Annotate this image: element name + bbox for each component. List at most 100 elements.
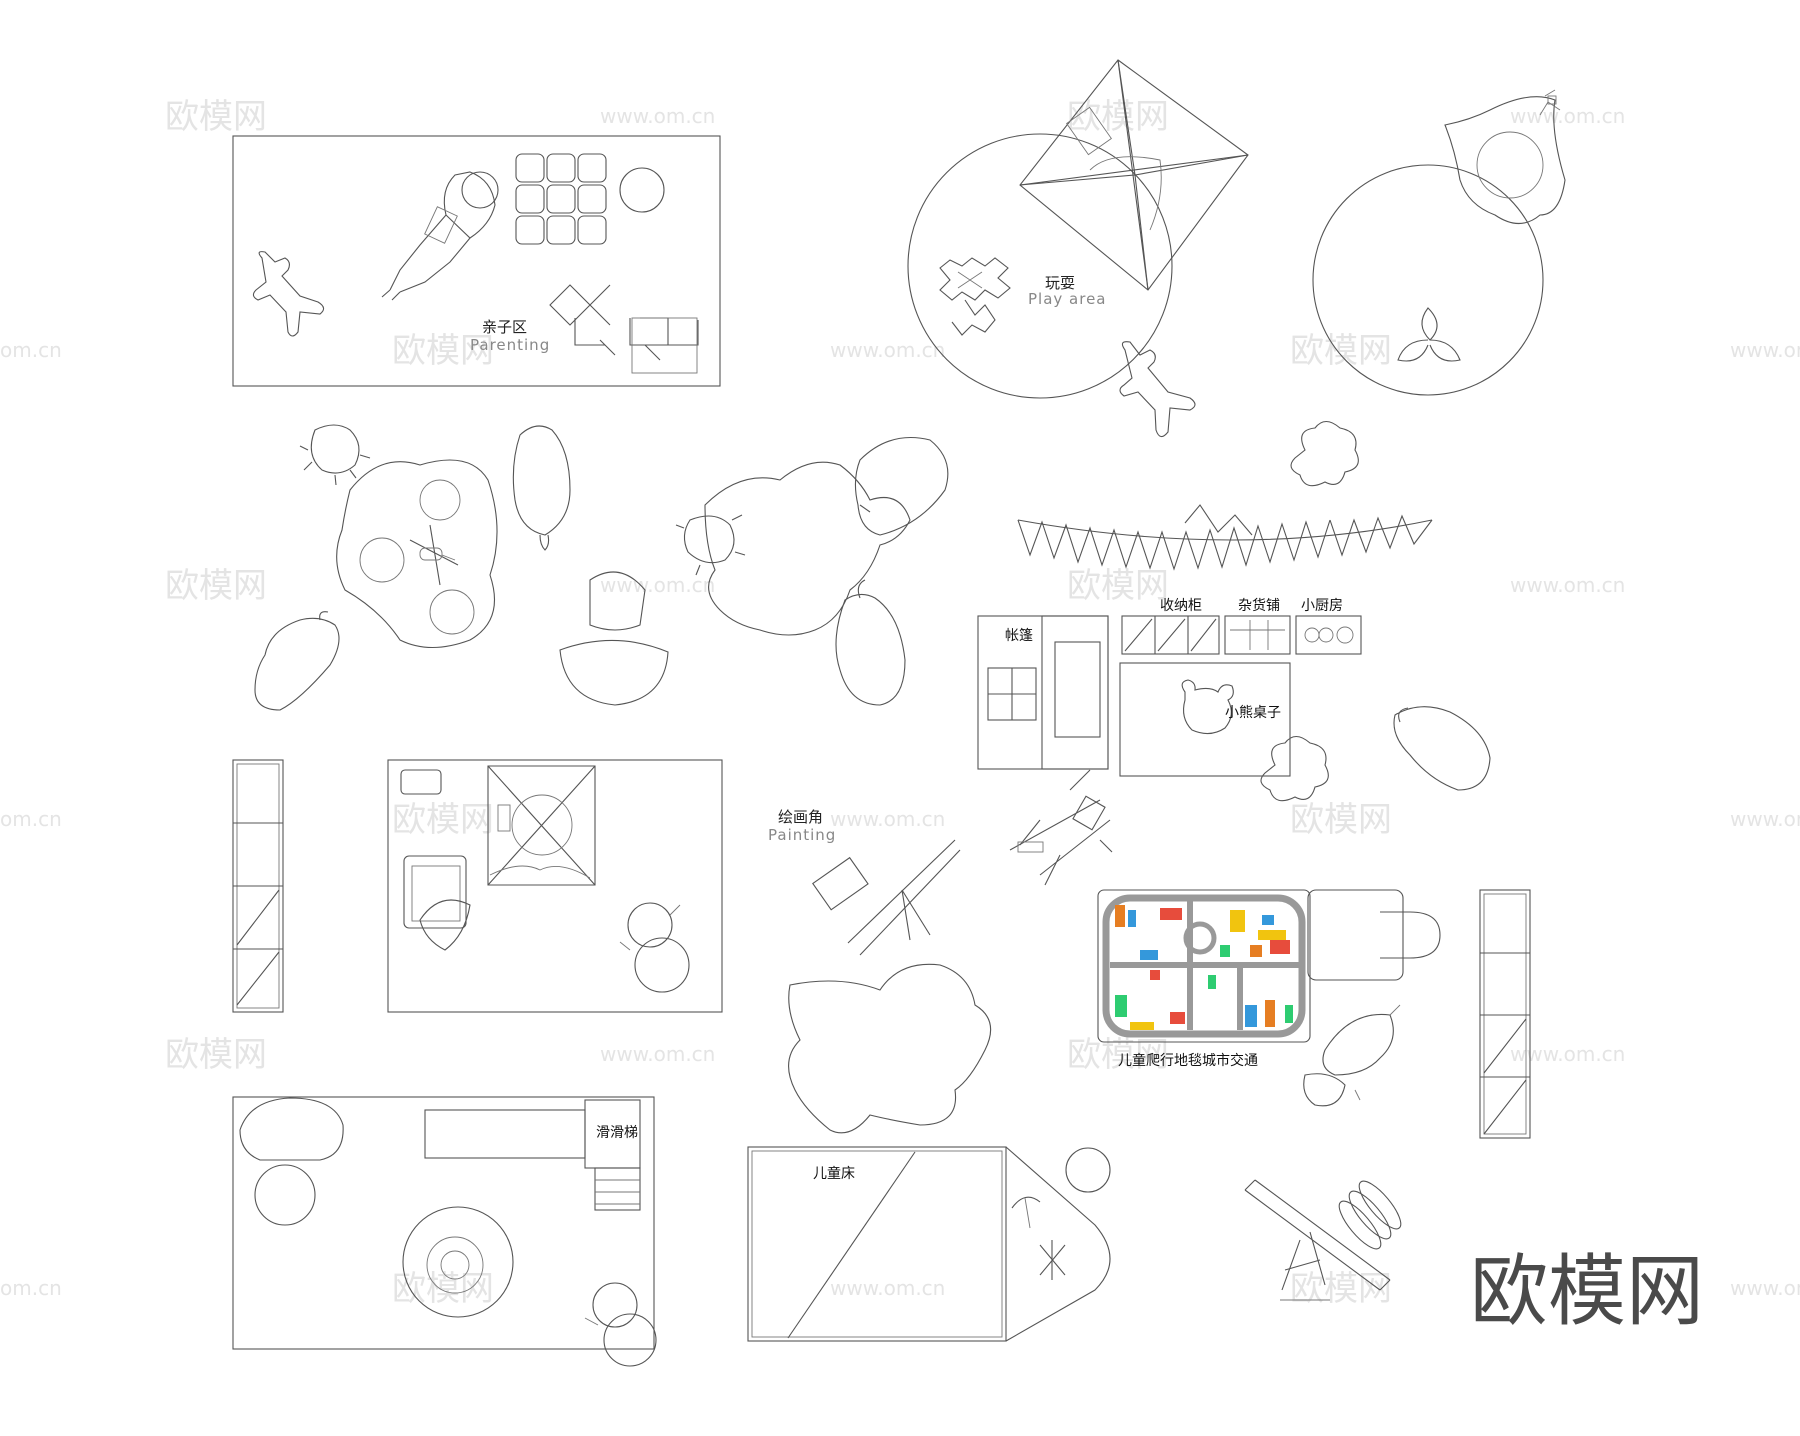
paper-sheet-icon bbox=[812, 856, 869, 911]
watermark-url: www.om.cn bbox=[830, 807, 945, 831]
building-icon bbox=[1128, 910, 1136, 927]
building-icon bbox=[1115, 995, 1127, 1017]
bunting-flags-icon bbox=[1017, 504, 1433, 571]
antler-toy-icon bbox=[252, 251, 325, 337]
grocery-label: 杂货铺 bbox=[1238, 597, 1280, 614]
slide-area: 滑滑梯 bbox=[232, 1096, 657, 1367]
watermark-brand: 欧模网 bbox=[392, 1269, 494, 1309]
play-label-en: Play area bbox=[1028, 290, 1107, 308]
round-stool-icon bbox=[1065, 1147, 1111, 1193]
painting-corner: 绘画角 Painting bbox=[768, 769, 1113, 1134]
storage-cabinet bbox=[1121, 615, 1220, 655]
tree-icon bbox=[1220, 945, 1230, 957]
adult-figure-icon bbox=[381, 171, 499, 301]
bear-table-label: 小熊桌子 bbox=[1225, 705, 1281, 721]
tent-label: 帐篷 bbox=[1005, 628, 1033, 644]
duck-ride-icon bbox=[584, 1282, 657, 1367]
kids-bed-area: 儿童床 bbox=[747, 1146, 1111, 1342]
round-chair-icon bbox=[559, 571, 669, 706]
puzzle-rug bbox=[788, 963, 992, 1134]
tree-icon bbox=[1285, 1005, 1293, 1023]
watermark-brand: 欧模网 bbox=[392, 331, 494, 371]
parenting-zone-border bbox=[232, 135, 721, 387]
mat-label: 儿童爬行地毯城市交通 bbox=[1118, 1052, 1258, 1069]
car-icon bbox=[1150, 970, 1160, 980]
bus-icon bbox=[1258, 930, 1286, 940]
watermark-url: www.om.cn bbox=[1730, 807, 1800, 831]
easel-icon bbox=[847, 839, 961, 956]
floor-cushion-grid-icon bbox=[515, 153, 607, 245]
rocking-horse-icon bbox=[1303, 1004, 1401, 1107]
parenting-label-zh: 亲子区 bbox=[482, 318, 527, 336]
kitchen-label: 小厨房 bbox=[1301, 598, 1343, 614]
kids-bed-label: 儿童床 bbox=[813, 1165, 855, 1182]
stepping-tiles-icon bbox=[549, 284, 699, 374]
building-icon bbox=[1115, 905, 1125, 927]
play-area: 玩耍 Play area bbox=[907, 59, 1249, 438]
rocket-rug-area bbox=[1312, 89, 1566, 396]
three-petal-icon bbox=[1397, 307, 1461, 362]
umbrella-icon bbox=[1011, 1196, 1041, 1229]
bus-icon bbox=[1130, 1022, 1154, 1030]
mini-kitchen bbox=[1295, 615, 1362, 655]
ball-icon bbox=[619, 167, 665, 213]
building-icon bbox=[1170, 1012, 1185, 1024]
grocery-stand bbox=[1224, 615, 1291, 655]
cloud-cushion-icon bbox=[1290, 420, 1359, 487]
rocket-icon bbox=[1444, 89, 1566, 225]
watermark-url: www.om.cn bbox=[1510, 1042, 1625, 1066]
bean-cushion-icon bbox=[1393, 706, 1491, 791]
cloud-cushion-icon bbox=[1260, 735, 1329, 802]
helicopter-icon bbox=[409, 524, 459, 586]
bear-table bbox=[1119, 662, 1291, 777]
bug-toy-icon bbox=[299, 424, 371, 486]
building-icon bbox=[1160, 908, 1182, 920]
parenting-label-en: Parenting bbox=[470, 336, 550, 354]
pillow-icon bbox=[400, 769, 442, 795]
watermark-brand: 欧模网 bbox=[1290, 800, 1392, 840]
mat-border bbox=[1097, 889, 1311, 1043]
watermark-url: om.cn bbox=[0, 338, 62, 362]
watermark-brand: 欧模网 bbox=[392, 800, 494, 840]
bed-frame bbox=[747, 1146, 1007, 1342]
watermark-layer: 欧模网 www.om.cn 欧模网 www.om.cn om.cn 欧模网 ww… bbox=[0, 97, 1800, 1309]
building-icon bbox=[1265, 1000, 1275, 1027]
building-icon bbox=[1245, 1005, 1257, 1027]
bug-toy-icon bbox=[675, 514, 746, 576]
brand-logo: 欧模网 bbox=[1470, 1247, 1704, 1337]
egg-chair-icon bbox=[854, 436, 949, 536]
bedroom-border bbox=[387, 759, 723, 1013]
parenting-area: 亲子区 Parenting bbox=[232, 135, 721, 387]
gourd-cushion-icon bbox=[512, 425, 571, 551]
watermark-url: www.om.cn bbox=[830, 1276, 945, 1300]
bedroom-area bbox=[387, 759, 723, 1013]
slide-label: 滑滑梯 bbox=[596, 1124, 638, 1141]
ball-pool-icon bbox=[402, 1206, 514, 1318]
seesaw-icon bbox=[1244, 1179, 1391, 1301]
canopy-tent-icon bbox=[487, 765, 596, 886]
watermark-brand: 欧模网 bbox=[1290, 331, 1392, 371]
city-traffic-play-mat: 儿童爬行地毯城市交通 bbox=[1097, 889, 1311, 1069]
blob-rug bbox=[704, 461, 911, 636]
watermark-url: www.om.cn bbox=[1510, 573, 1625, 597]
building-icon bbox=[1250, 945, 1262, 957]
round-stool-icon bbox=[254, 1164, 316, 1226]
watermark-url: www.om.cn bbox=[1730, 338, 1800, 362]
painting-label-zh: 绘画角 bbox=[778, 808, 823, 826]
watermark-url: www.om.cn bbox=[600, 573, 715, 597]
gourd-cushion-icon bbox=[835, 579, 906, 706]
watermark-url: om.cn bbox=[0, 807, 62, 831]
island-rug bbox=[336, 459, 498, 648]
watermark-brand: 欧模网 bbox=[165, 1035, 267, 1075]
watermark-url: www.om.cn bbox=[600, 104, 715, 128]
tree-icon bbox=[1208, 975, 1216, 989]
car-icon bbox=[1262, 915, 1274, 925]
play-tent-icon bbox=[1019, 59, 1249, 291]
painting-label-en: Painting bbox=[768, 826, 836, 844]
building-icon bbox=[1270, 940, 1290, 954]
play-area-circle bbox=[907, 133, 1173, 399]
slide-ladder bbox=[594, 1167, 641, 1211]
bear-head-icon bbox=[1181, 679, 1234, 735]
watermark-url: www.om.cn bbox=[1730, 1276, 1800, 1300]
